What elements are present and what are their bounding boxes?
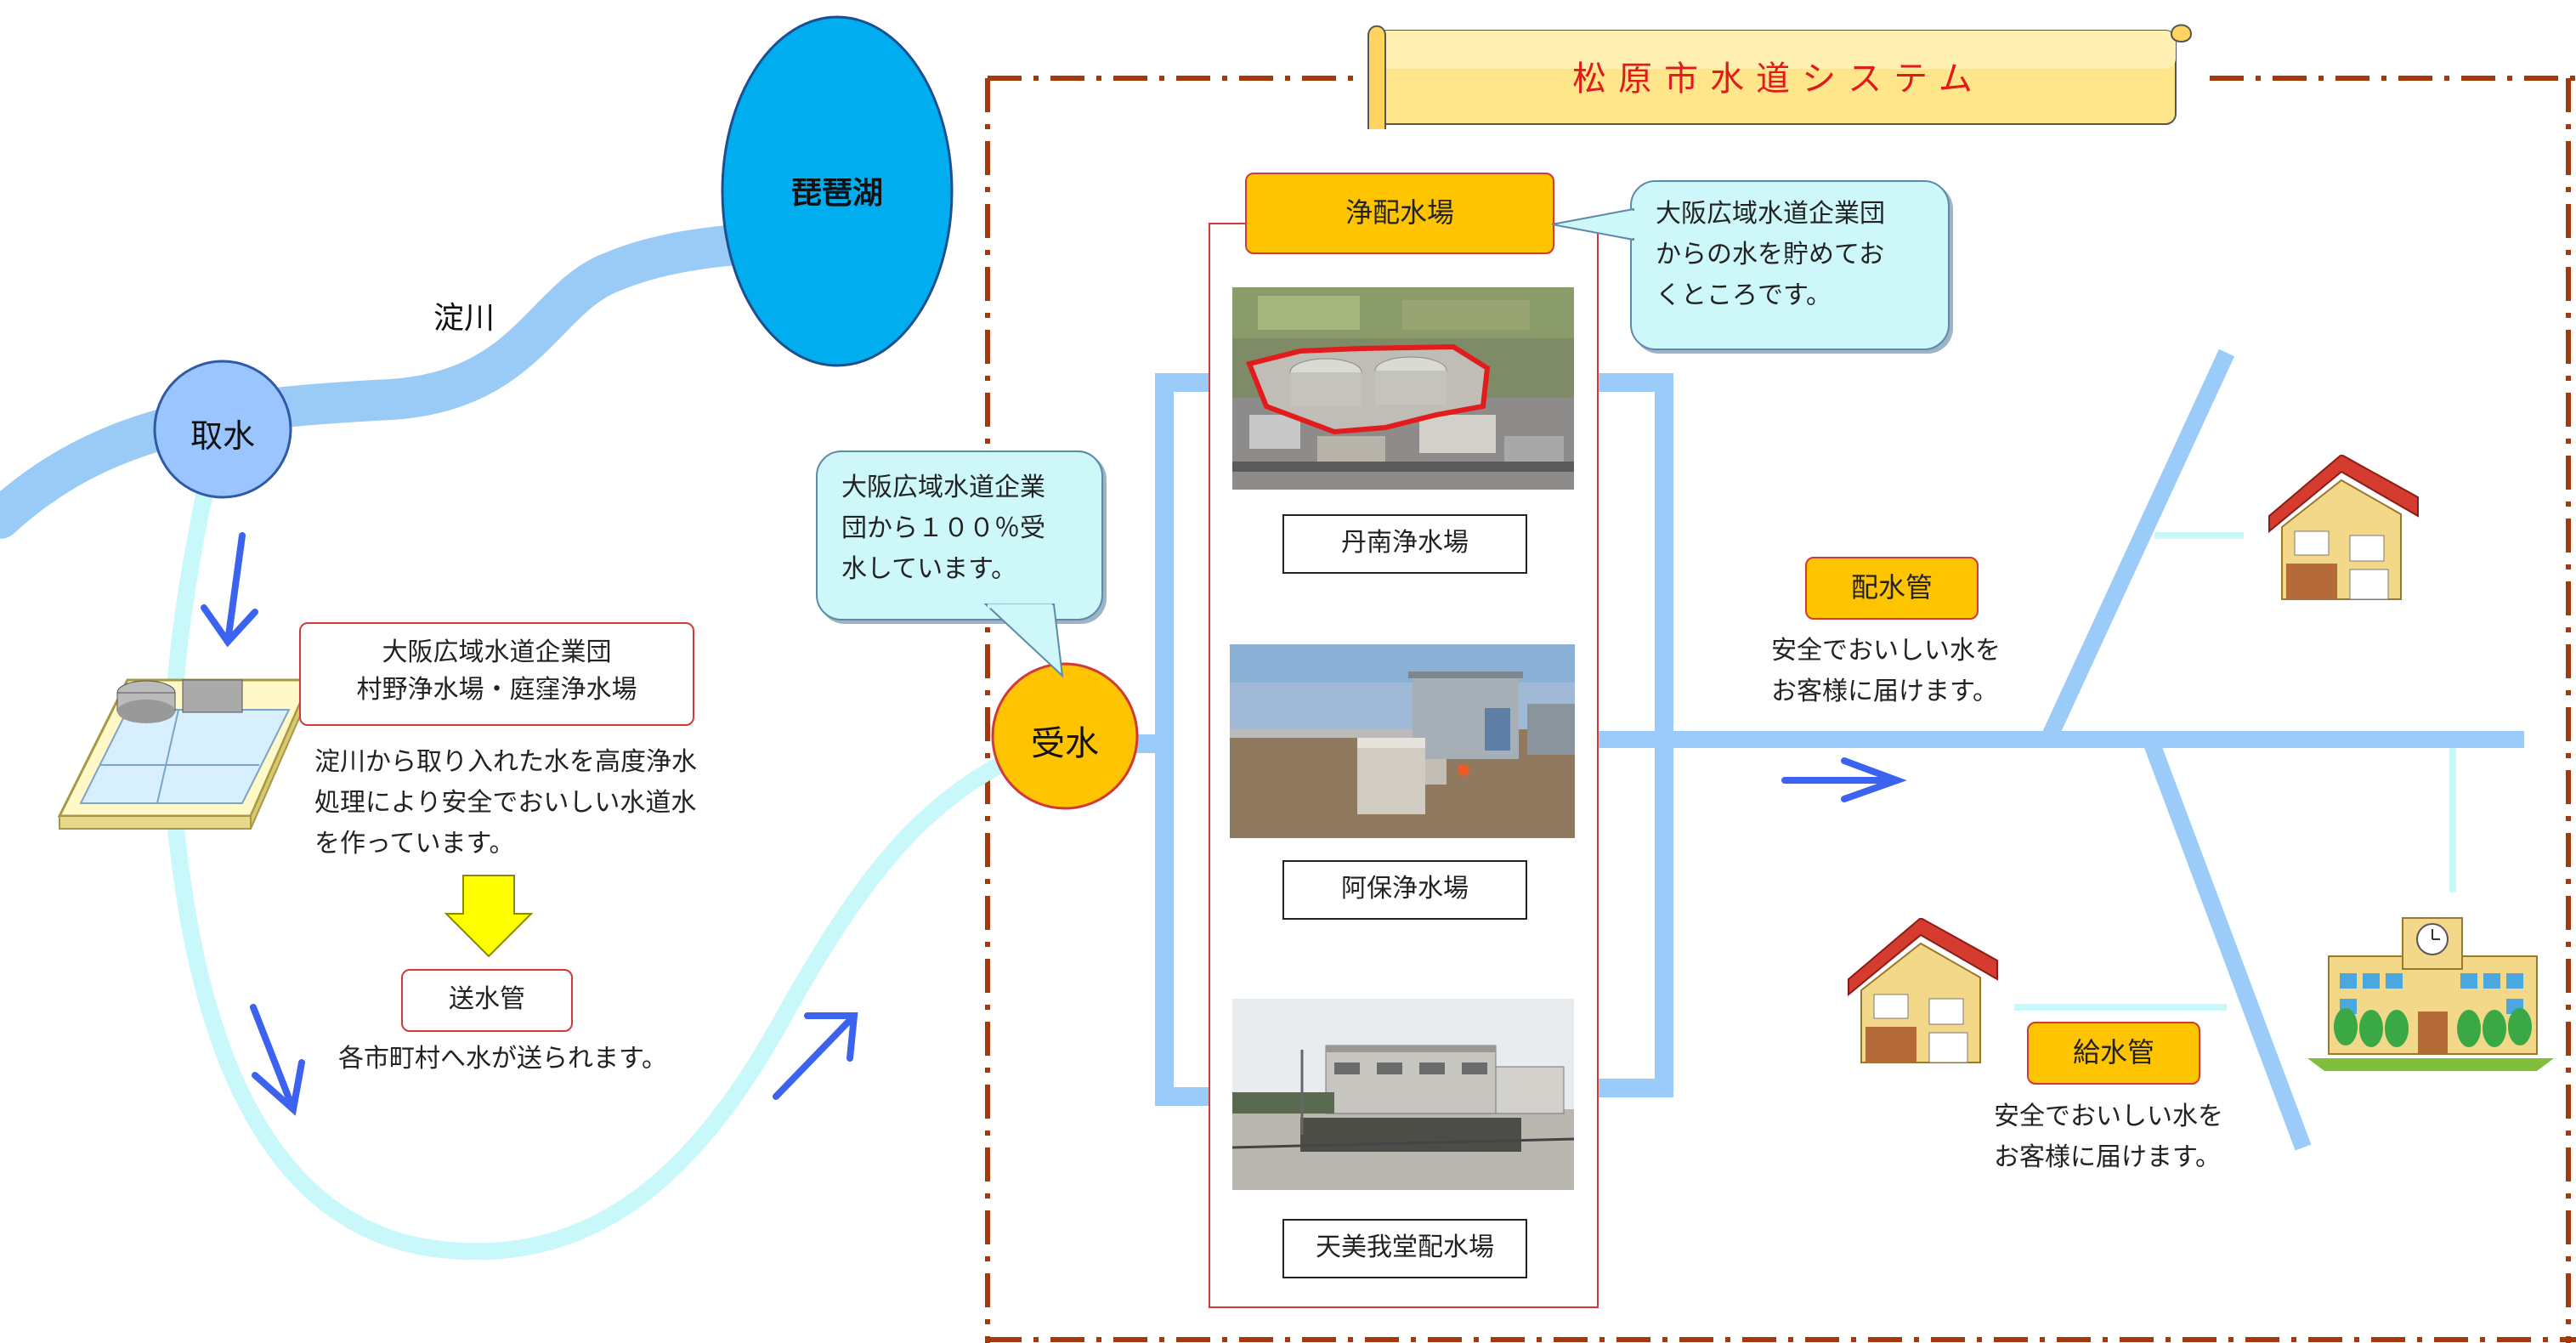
distribution-pipe-desc: 安全でおいしい水を お客様に届けます。 xyxy=(1771,631,2001,712)
page-title: 松原市水道システム xyxy=(1572,60,1984,99)
osaka-desc-line-1: 淀川から取り入れた水を高度浄水 xyxy=(314,747,697,777)
receive-bubble-line-3: 水しています。 xyxy=(841,554,1017,584)
center-bubble-tail xyxy=(1552,207,1635,241)
supply-desc-line-1: 安全でおいしい水を xyxy=(1994,1102,2223,1131)
plant-name-tannan: 丹南浄水場 xyxy=(1282,514,1527,574)
yellow-down-arrow xyxy=(444,875,534,958)
yodo-river xyxy=(0,222,785,539)
center-bubble-line-2: からの水を貯めてお xyxy=(1656,240,1885,269)
system-frame xyxy=(985,76,2576,1343)
osaka-plant-description: 淀川から取り入れた水を高度浄水 処理により安全でおいしい水道水 を作っています。 xyxy=(314,742,697,864)
title-banner: 松原市水道システム xyxy=(1360,19,2197,129)
house-icon xyxy=(2268,455,2419,600)
center-bubble-line-1: 大阪広域水道企業団 xyxy=(1656,199,1885,229)
school-icon xyxy=(2307,917,2554,1071)
supply-pipe-desc: 安全でおいしい水を お客様に届けます。 xyxy=(1994,1096,2223,1178)
service-pipes xyxy=(2014,532,2456,1011)
transmission-tag: 送水管 xyxy=(401,969,573,1032)
house-icon xyxy=(1848,918,1998,1063)
intake-label: 取水 xyxy=(190,417,255,455)
receive-bubble-line-2: 団から１００％受 xyxy=(841,513,1045,543)
photo-abo-plant xyxy=(1230,644,1575,838)
transmission-desc: 各市町村へ水が送られます。 xyxy=(338,1044,667,1074)
intake-circle xyxy=(153,360,292,499)
supply-pipe-tag: 給水管 xyxy=(2027,1022,2200,1085)
receive-label: 受水 xyxy=(1031,724,1099,763)
distribution-pipes xyxy=(1598,348,2524,1151)
osaka-plant-box: 大阪広域水道企業団 村野浄水場・庭窪浄水場 xyxy=(299,622,694,726)
distribution-desc-line-1: 安全でおいしい水を xyxy=(1771,636,2001,666)
center-bubble: 大阪広域水道企業団 からの水を貯めてお くところです。 xyxy=(1630,180,1950,350)
center-bubble-line-3: くところです。 xyxy=(1656,280,1832,310)
photo-amami-gado-plant xyxy=(1232,999,1574,1190)
osaka-plant-line-1: 大阪広域水道企業団 xyxy=(382,638,612,667)
receive-bubble-tail xyxy=(983,604,1064,678)
receive-circle xyxy=(991,662,1139,810)
osaka-desc-line-3: を作っています。 xyxy=(314,829,515,858)
lake-biwa xyxy=(721,15,954,367)
distribution-pipe-tag: 配水管 xyxy=(1805,557,1979,620)
river-label: 淀川 xyxy=(433,301,495,336)
receive-bubble: 大阪広域水道企業 団から１００％受 水しています。 xyxy=(816,450,1103,620)
photo-tannan-plant xyxy=(1232,287,1574,490)
osaka-plant-line-2: 村野浄水場・庭窪浄水場 xyxy=(356,675,637,705)
receive-bubble-line-1: 大阪広域水道企業 xyxy=(841,473,1045,502)
treatment-plant-icon xyxy=(57,678,313,830)
plant-name-abo: 阿保浄水場 xyxy=(1282,860,1527,920)
osaka-desc-line-2: 処理により安全でおいしい水道水 xyxy=(314,788,697,818)
distribution-center-tag: 浄配水場 xyxy=(1245,173,1554,254)
lake-label: 琵琶湖 xyxy=(790,176,883,211)
supply-desc-line-2: お客様に届けます。 xyxy=(1994,1142,2221,1172)
plant-name-amami-gado: 天美我堂配水場 xyxy=(1282,1219,1527,1278)
distribution-desc-line-2: お客様に届けます。 xyxy=(1771,677,1998,706)
flow-arrows xyxy=(201,532,1907,1116)
